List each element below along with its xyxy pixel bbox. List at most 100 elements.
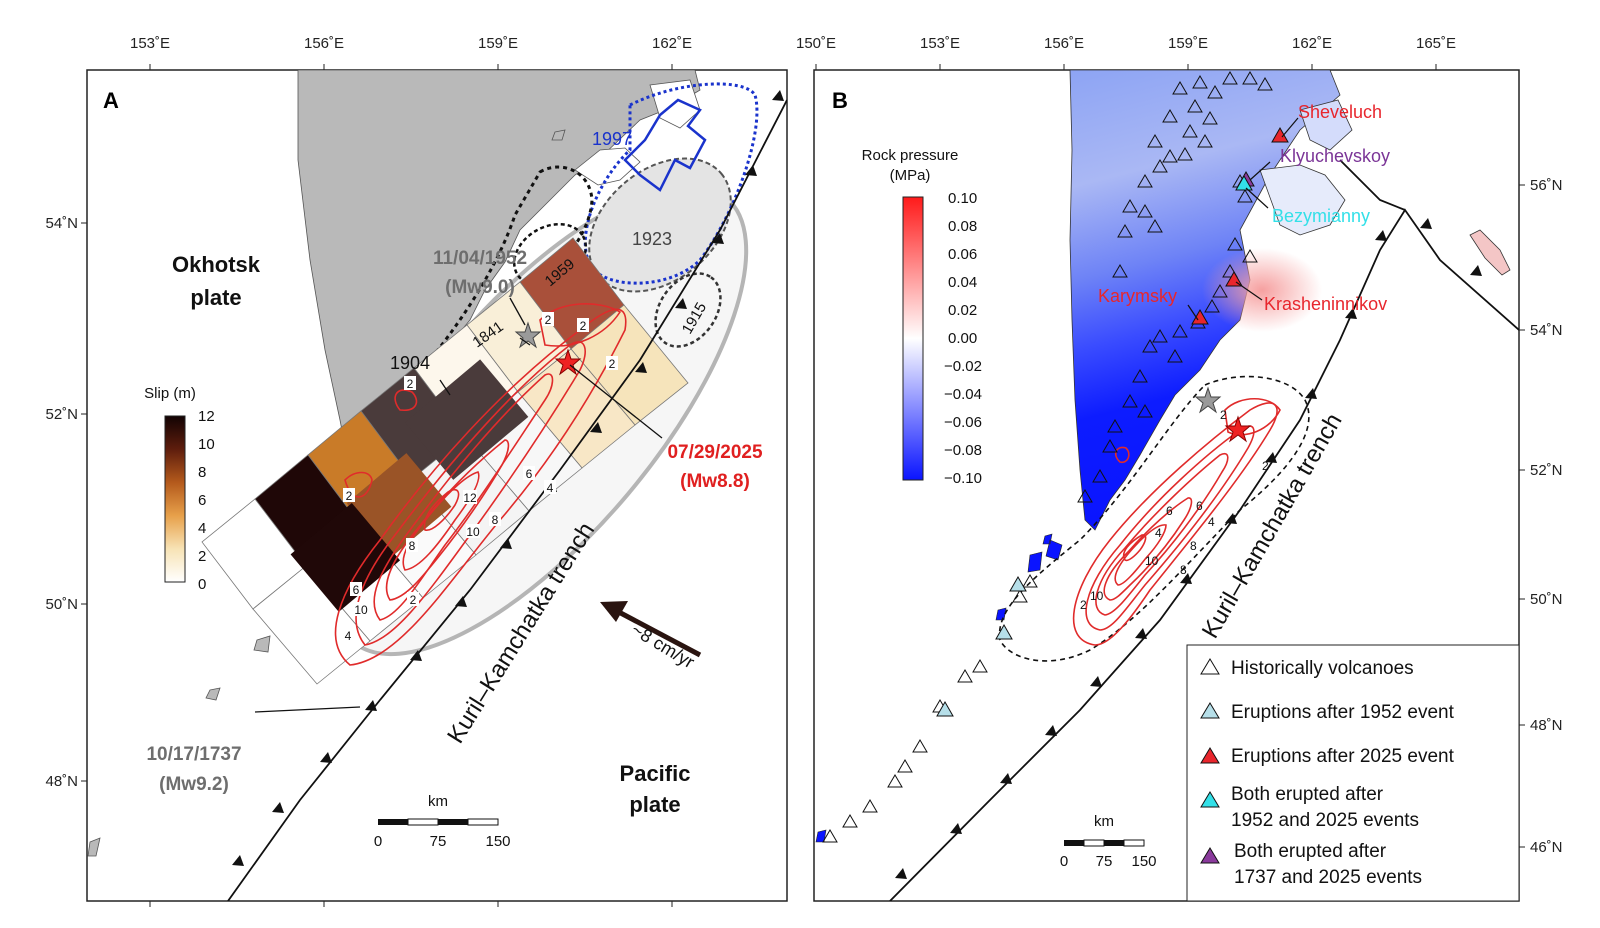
lon-tick-label: 150˚E [796,35,836,52]
trench-tooth [365,700,377,711]
legend-label: 1952 and 2025 events [1231,810,1419,831]
slip-contour [394,389,418,411]
pacific-plate-label: plate [629,792,680,817]
volcano-triangle [912,739,928,753]
epicenter-2025-star-b [1224,415,1252,443]
plate-velocity-arrow [613,607,702,658]
contour-label: 10 [466,525,480,539]
contour-label: 10 [354,603,368,617]
leader-line-krasheninnikov [1235,281,1263,301]
year-1997-label: 1997 [592,129,632,149]
lon-tick-label: 162˚E [652,35,692,52]
panel-b-map: 2 4 6 8 10 2 10 2 4 6 8 150˚E 153˚E 156˚… [796,35,1563,902]
contour-label: 10 [1090,589,1104,603]
volcano-klyuchevskoy-label: Klyuchevskoy [1280,146,1390,166]
slip-contour-labels: 2 2 2 4 6 8 10 12 8 2 6 10 4 2 2 [342,312,618,643]
trench-tooth [745,165,757,176]
volcano-triangle [1147,219,1163,233]
volcano-triangle [1212,284,1228,298]
pressure-colorbar-title: Rock pressure [862,147,959,164]
pressure-tick-label: −0.04 [944,386,982,403]
volcano-bezymianny-marker [1235,174,1253,191]
trench-teeth-b [895,218,1482,879]
contour-label: 4 [547,481,554,495]
slip-colorbar: Slip (m) 12 10 8 6 4 2 0 [144,385,215,593]
legend-both-1952-2025-symbol [1200,791,1220,808]
slip-tick-label: 10 [198,436,215,453]
pressure-tick-label: −0.10 [944,470,982,487]
volcano-triangle [1222,71,1238,85]
slip-tick-label: 8 [198,464,206,481]
panel-a-lat-labels: 54˚N 52˚N 50˚N 48˚N [45,215,78,790]
slip-colorbar-title: Slip (m) [144,385,196,402]
volcano-triangle [1122,199,1138,213]
contour-label: 2 [346,489,353,503]
contour-label: 8 [1180,563,1187,577]
volcano-triangle [1172,324,1188,338]
scale-label: 0 [374,833,382,850]
lat-tick-label: 52˚N [45,406,78,423]
trench-line [227,99,787,901]
volcano-triangle [1022,574,1038,588]
rupture-1915-ellipse [654,272,722,348]
kamchatka-cape [1299,99,1353,151]
volcano-triangle [887,774,903,788]
pressure-colorbar: Rock pressure (MPa) 0.10 0.08 0.06 0.04 … [862,147,982,487]
leader-line-1737 [254,706,361,713]
volcano-triangle [1152,159,1168,173]
event-1737-date: 10/17/1737 [146,744,241,765]
legend-1952-symbol [1200,702,1220,719]
volcano-sheveluch-label: Sheveluch [1298,102,1382,122]
event-1737-magnitude: (Mw9.2) [159,774,229,795]
leader-line-sheveluch [1281,117,1299,138]
volcano-triangle [972,659,988,673]
panel-a-ticks [81,64,673,907]
slip-contour [423,488,460,531]
volcano-triangle [862,799,878,813]
trench-tooth [1375,230,1387,241]
epicenter-1952-star [514,321,542,349]
volcano-krasheninnikov-marker [1225,270,1243,287]
contour-label: 2 [1220,408,1227,422]
slip-contour [1114,446,1130,464]
contour-label: 10 [1145,554,1159,568]
eruption-1952-triangle [995,623,1013,640]
slip-contour [1085,425,1255,631]
legend-label: Both erupted after [1234,841,1387,862]
leader-line-karymsky [1187,304,1199,321]
trench-tooth [1420,218,1432,229]
pressure-tick-label: 0.02 [948,302,977,319]
trench-line-b [889,208,1519,901]
volcano-triangle [1012,589,1028,603]
pressure-tick-label: 0.00 [948,330,977,347]
volcano-triangle [1132,369,1148,383]
panel-b-scale-bar: km 0 75 150 [1060,813,1157,870]
volcano-bezymianny-label: Bezymianny [1272,206,1370,226]
lon-tick-label: 162˚E [1292,35,1332,52]
trench-tooth [1225,513,1237,524]
contour-label: 2 [609,357,616,371]
volcano-triangle [1107,419,1123,433]
pressure-tick-label: 0.10 [948,190,977,207]
volcano-krasheninnikov-label: Krasheninnikov [1264,294,1387,314]
volcano-triangle [1204,299,1220,313]
scale-label: 0 [1060,853,1068,870]
leader-line-1904 [439,379,451,396]
leader-lines [254,297,663,713]
slip-contour [1095,453,1229,616]
volcano-triangle [1227,237,1243,251]
panel-a-label: A [103,88,119,113]
kamchatka-land [297,70,701,481]
rupture-1997-polygon [623,98,707,192]
lat-tick-label: 48˚N [45,773,78,790]
rupture-1952-outline [387,165,594,510]
event-1952-date: 11/04/1952 [433,248,527,269]
transform-fault [1339,159,1406,211]
scale-unit: km [1094,813,1114,830]
trench-tooth [232,855,244,866]
lon-tick-label: 153˚E [130,35,170,52]
volcano-triangle [1117,224,1133,238]
slip-contour-labels-b: 2 4 6 8 10 2 10 2 4 6 8 [1080,408,1269,612]
slip-contour [539,303,622,347]
contour-label: 6 [1196,499,1203,513]
